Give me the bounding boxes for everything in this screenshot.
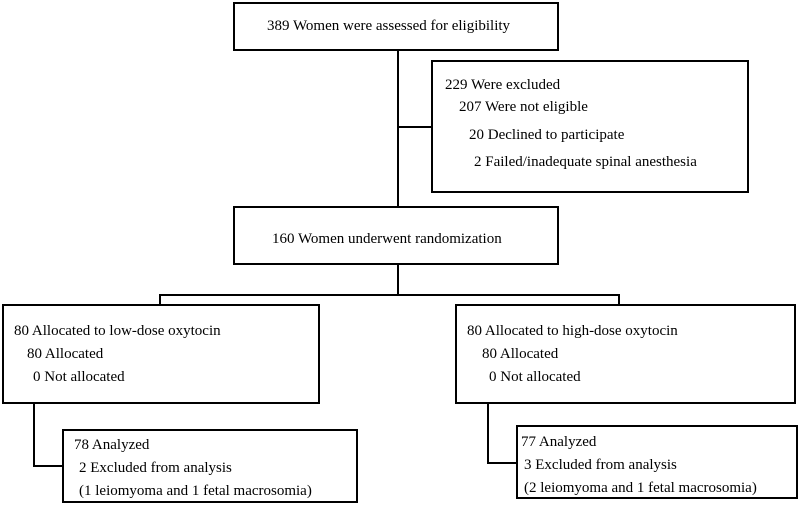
analysis-title: 77 Analyzed <box>521 434 597 450</box>
connector-left-arm-down <box>33 403 35 467</box>
connector-randomized-down <box>397 264 399 296</box>
allocation-item: 0 Not allocated <box>489 369 581 385</box>
allocation-item: 80 Allocated <box>482 346 559 362</box>
excluded-item: 20 Declined to participate <box>469 127 625 143</box>
connector-right-to-analysis <box>487 462 517 464</box>
allocation-title: 80 Allocated to high-dose oxytocin <box>467 323 678 339</box>
excluded-item: 2 Failed/inadequate spinal anesthesia <box>474 154 697 170</box>
connector-left-to-analysis <box>33 465 63 467</box>
randomization-box: 160 Women underwent randomization <box>233 206 559 265</box>
allocation-item: 0 Not allocated <box>33 369 125 385</box>
excluded-item: 207 Were not eligible <box>459 99 588 115</box>
analysis-item: (2 leiomyoma and 1 fetal macrosomia) <box>524 480 757 496</box>
analysis-item: (1 leiomyoma and 1 fetal macrosomia) <box>79 483 312 499</box>
randomization-text: 160 Women underwent randomization <box>272 231 502 247</box>
analysis-item: 3 Excluded from analysis <box>524 457 677 473</box>
low-dose-allocation-box: 80 Allocated to low-dose oxytocin 80 All… <box>2 304 320 404</box>
connector-assessed-to-randomized <box>397 50 399 207</box>
connector-to-excluded <box>397 126 432 128</box>
low-dose-analysis-box: 78 Analyzed 2 Excluded from analysis (1 … <box>62 429 358 503</box>
allocation-item: 80 Allocated <box>27 346 104 362</box>
high-dose-analysis-box: 77 Analyzed 3 Excluded from analysis (2 … <box>516 425 798 499</box>
connector-to-right-arm <box>618 294 620 305</box>
allocation-title: 80 Allocated to low-dose oxytocin <box>14 323 221 339</box>
excluded-box: 229 Were excluded 207 Were not eligible … <box>431 60 749 193</box>
assessed-box: 389 Women were assessed for eligibility <box>233 2 559 51</box>
analysis-item: 2 Excluded from analysis <box>79 460 232 476</box>
connector-to-left-arm <box>159 294 161 305</box>
high-dose-allocation-box: 80 Allocated to high-dose oxytocin 80 Al… <box>455 304 796 404</box>
connector-right-arm-down <box>487 403 489 464</box>
excluded-title: 229 Were excluded <box>445 77 561 93</box>
assessed-text: 389 Women were assessed for eligibility <box>267 18 511 34</box>
analysis-title: 78 Analyzed <box>74 437 150 453</box>
connector-split-horizontal <box>159 294 620 296</box>
